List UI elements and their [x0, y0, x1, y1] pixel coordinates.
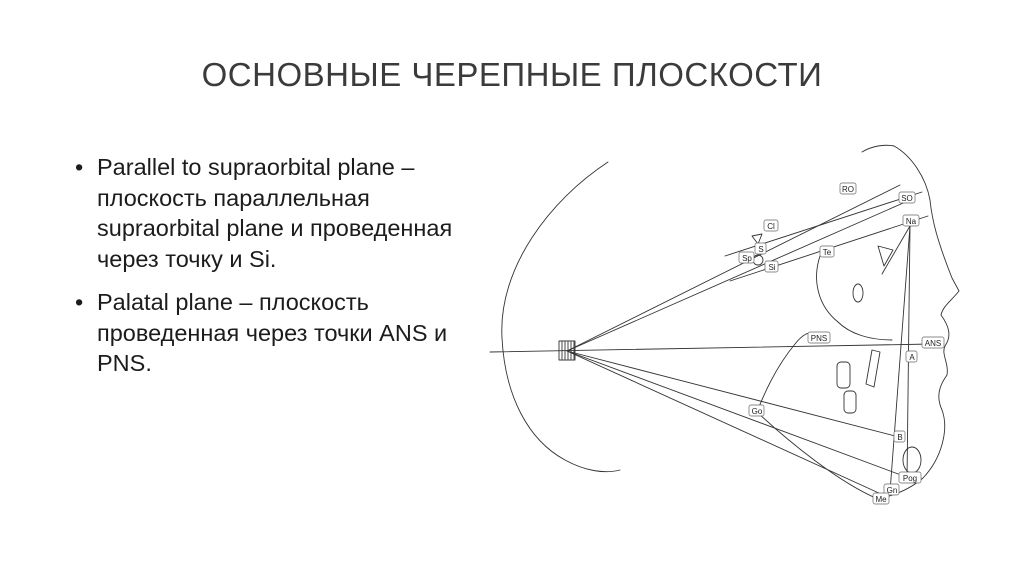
- landmark-te: Te: [819, 245, 835, 258]
- lower-molar-tooth: [843, 390, 857, 414]
- fan-line-b: [566, 350, 900, 438]
- landmark-ans-label: ANS: [925, 339, 941, 348]
- chin-symphysis-ellipse: [902, 446, 922, 474]
- landmark-a: A: [905, 350, 918, 363]
- landmark-so-label: SO: [901, 194, 913, 203]
- facial-plane-line-me: [889, 225, 911, 493]
- fan-line-so: [566, 199, 911, 352]
- landmark-me-label: Me: [875, 495, 887, 504]
- bullet-item: Palatal plane – плоскость проведенная че…: [72, 287, 468, 379]
- mandible-lower-border: [756, 411, 879, 500]
- bullet-item: Parallel to supraorbital plane – плоскос…: [72, 152, 468, 274]
- landmark-me: Me: [872, 492, 890, 505]
- landmark-pns: PNS: [807, 331, 831, 344]
- fan-line-na: [566, 184, 901, 352]
- landmark-s-label: S: [758, 245, 763, 254]
- cephalometric-diagram: RO SO Na Cl Sp S Si Te: [489, 144, 960, 505]
- landmark-go: Go: [748, 404, 765, 417]
- maxilla-outline: [837, 321, 893, 341]
- ear-rod-marker: [558, 340, 576, 361]
- landmark-gn: Gn: [883, 483, 900, 496]
- back-of-head-curve: [501, 161, 621, 473]
- facial-profile-outline: [877, 145, 960, 500]
- landmark-si: Si: [764, 260, 779, 273]
- sella-circle: [752, 254, 764, 266]
- landmark-te-label: Te: [823, 248, 832, 257]
- fan-line-me: [566, 350, 882, 495]
- head-top-line: [861, 144, 895, 153]
- landmark-na-label: Na: [906, 217, 917, 226]
- key-ridge-ellipse: [852, 283, 864, 303]
- landmark-pns-label: PNS: [811, 334, 827, 343]
- mandible-ramus: [756, 332, 817, 413]
- landmark-b-label: B: [897, 433, 902, 442]
- landmark-pog: Pog: [898, 471, 922, 484]
- landmark-cl: Cl: [763, 219, 779, 232]
- zygomatic-curve: [816, 255, 839, 323]
- nasal-bone-line: [881, 225, 911, 275]
- landmark-pog-label: Pog: [903, 474, 917, 483]
- landmark-so: SO: [898, 191, 916, 204]
- bullet-list: Parallel to supraorbital plane – плоскос…: [72, 152, 468, 392]
- landmark-s: S: [754, 242, 767, 255]
- landmark-cl-label: Cl: [767, 222, 775, 231]
- landmark-si-label: Si: [768, 263, 775, 272]
- landmark-sp-label: Sp: [742, 254, 752, 263]
- landmark-sp: Sp: [738, 251, 755, 264]
- landmark-go-label: Go: [752, 407, 763, 416]
- slide-title: ОСНОВНЫЕ ЧЕРЕПНЫЕ ПЛОСКОСТИ: [201, 56, 823, 93]
- landmark-ro-label: RO: [842, 185, 854, 194]
- orbit-triangle: [877, 245, 894, 267]
- landmark-b: B: [893, 430, 906, 443]
- upper-molar-tooth: [836, 361, 851, 389]
- landmark-na: Na: [902, 214, 920, 227]
- incisor-tooth: [865, 349, 881, 388]
- landmark-ro: RO: [839, 182, 857, 195]
- fan-line-pog: [566, 350, 910, 479]
- landmark-a-label: A: [909, 353, 915, 362]
- landmark-gn-label: Gn: [887, 486, 898, 495]
- clinoid-triangle: [751, 233, 763, 245]
- palatal-plane-line: [489, 343, 933, 353]
- landmark-ans: ANS: [921, 336, 945, 349]
